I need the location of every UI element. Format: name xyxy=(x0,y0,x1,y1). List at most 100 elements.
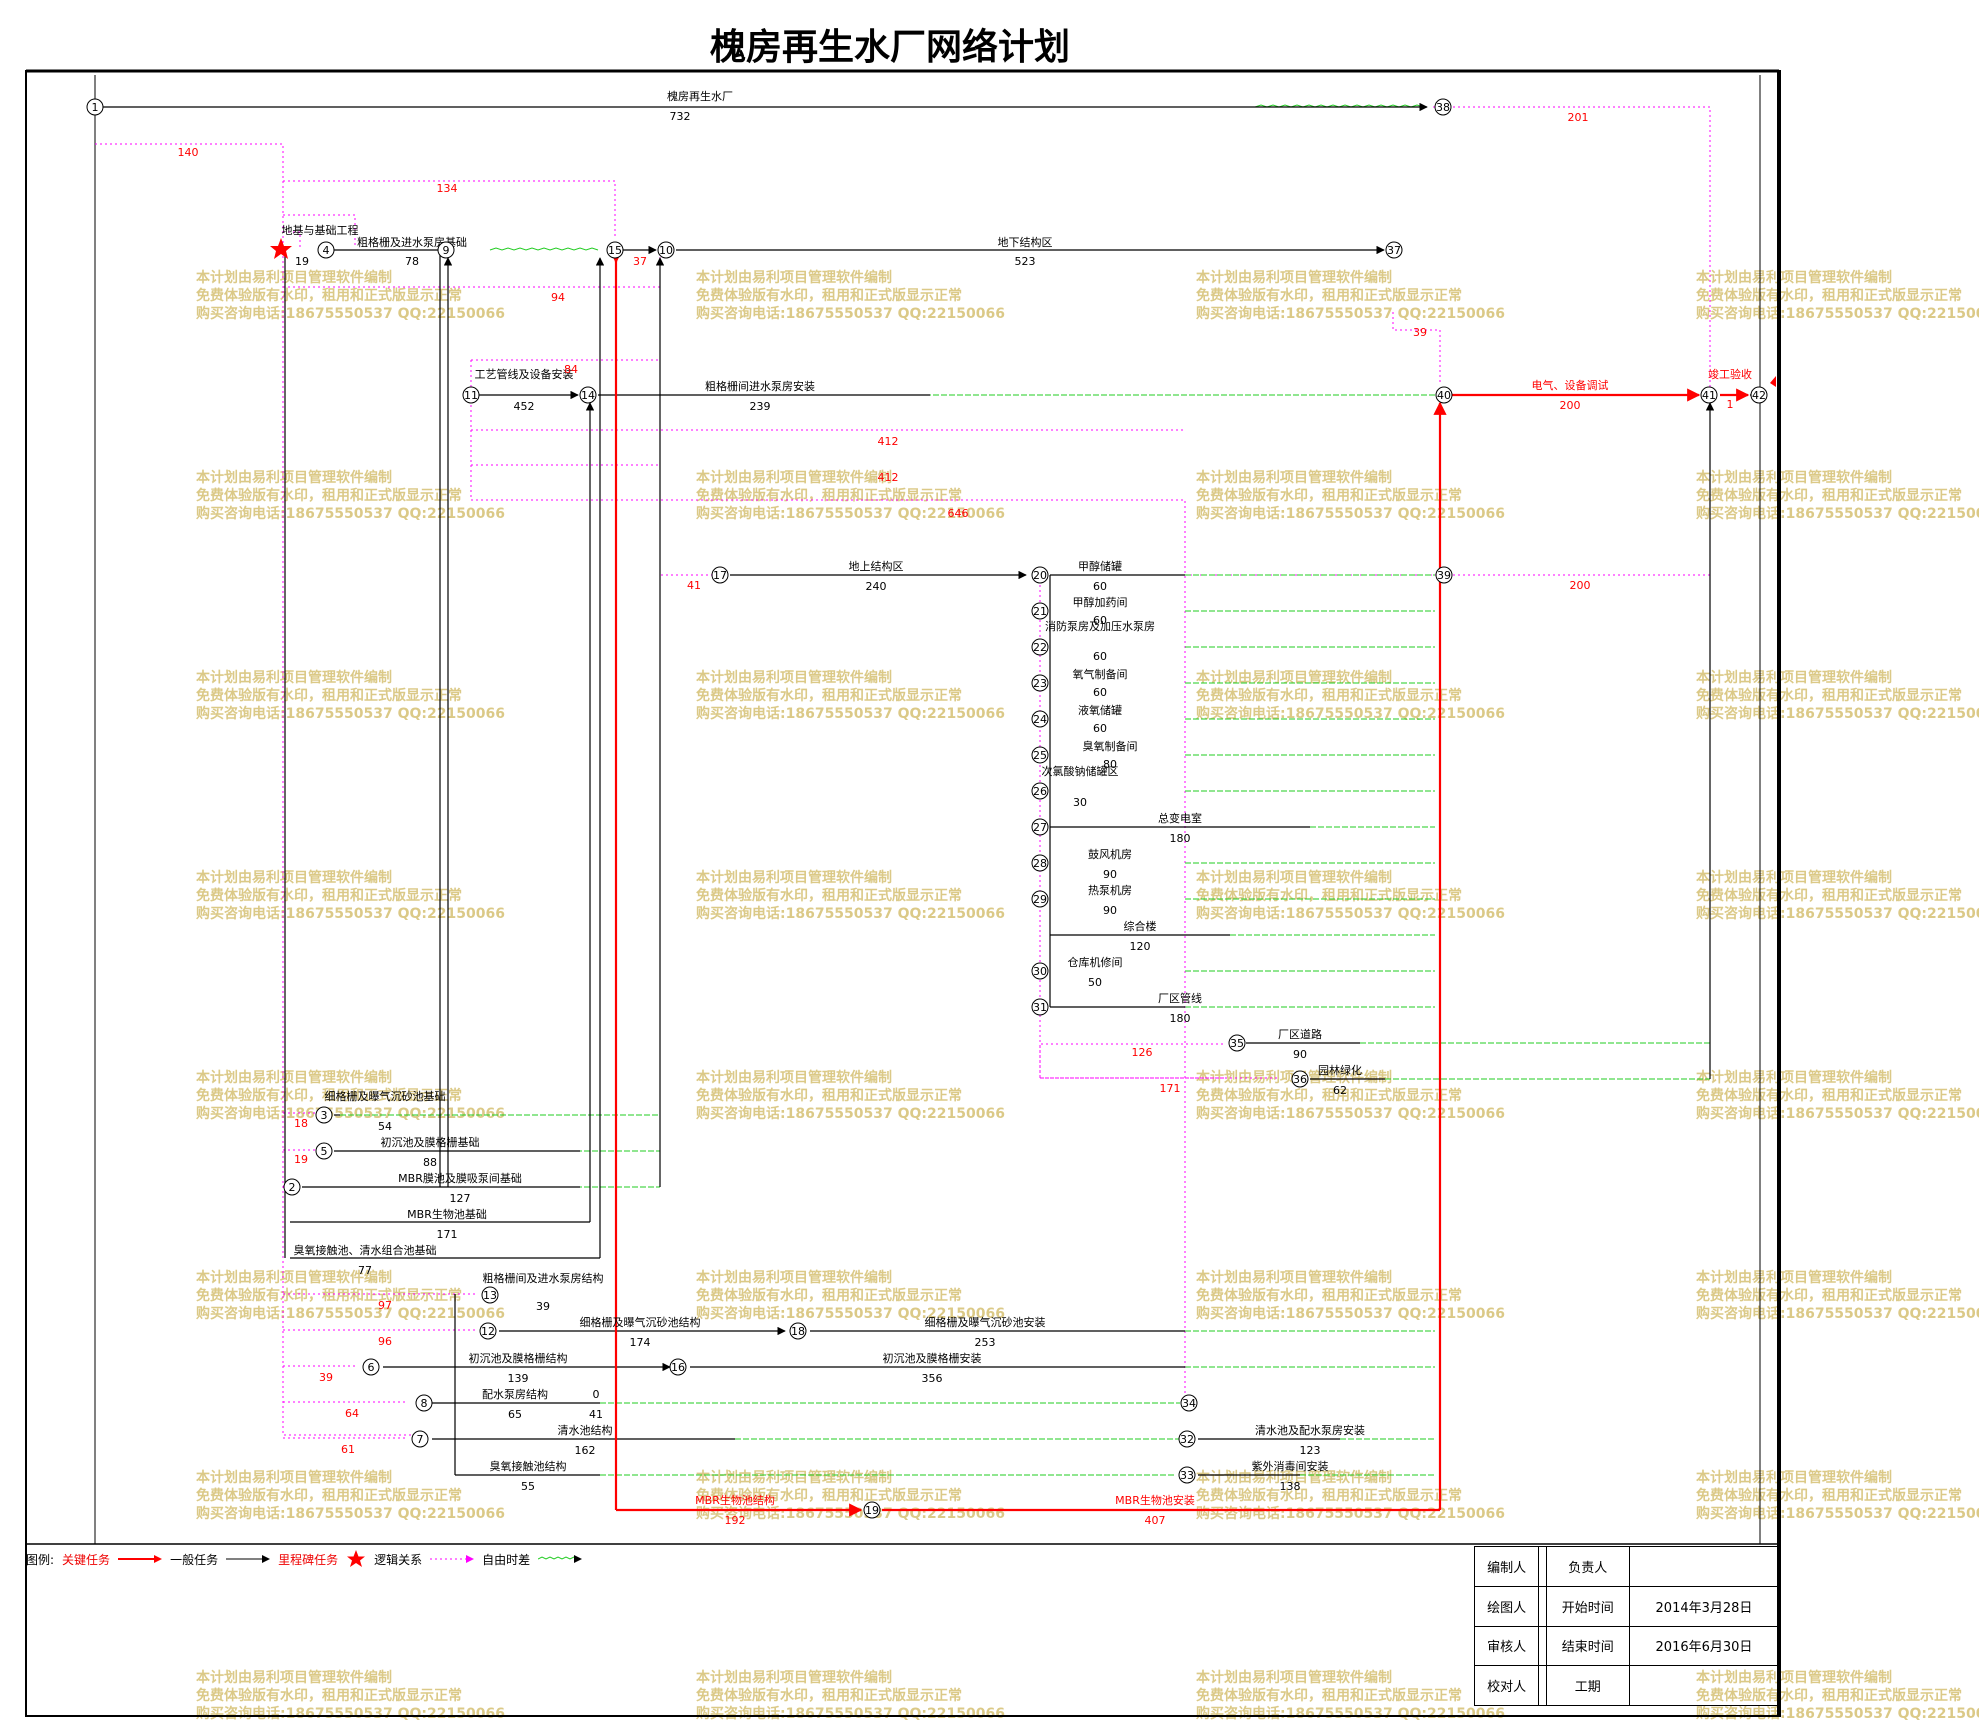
node-number: 42 xyxy=(1752,389,1766,402)
node-circle xyxy=(86,98,104,116)
node-number: 17 xyxy=(713,569,727,582)
node-circle xyxy=(1031,998,1049,1016)
legend-critical-arrow xyxy=(118,1555,163,1563)
task-duration: 174 xyxy=(630,1336,651,1349)
float-value: 94 xyxy=(551,291,565,304)
node-circle xyxy=(1031,890,1049,908)
watermark-text: 免费体验版有水印，租用和正式版显示正常 xyxy=(1696,1287,1962,1304)
task-name: 细格栅及曝气沉砂池基础 xyxy=(325,1089,446,1103)
node-circle xyxy=(362,1358,380,1376)
watermark-text: 购买咨询电话:18675550537 QQ:22150066 xyxy=(1196,1705,1505,1722)
float-value: 19 xyxy=(294,1153,308,1166)
watermark-text: 免费体验版有水印，租用和正式版显示正常 xyxy=(1696,487,1962,504)
node-circle xyxy=(1180,1394,1198,1412)
info-end-label: 结束时间 xyxy=(1545,1625,1630,1667)
task-name: 细格栅及曝气沉砂池安装 xyxy=(925,1315,1046,1329)
node-circle xyxy=(1228,1034,1246,1052)
watermark-text: 本计划由易利项目管理软件编制 xyxy=(1696,1069,1892,1086)
task-name: 厂区管线 xyxy=(1158,991,1202,1005)
task-duration: 55 xyxy=(521,1480,535,1493)
info-owner-value xyxy=(1628,1546,1780,1587)
milestone-star xyxy=(270,238,292,259)
node-number: 33 xyxy=(1180,1469,1194,1482)
watermark-text: 免费体验版有水印，租用和正式版显示正常 xyxy=(696,1087,962,1104)
node-number: 22 xyxy=(1033,641,1047,654)
watermark-text: 本计划由易利项目管理软件编制 xyxy=(1696,1269,1892,1286)
node-number: 16 xyxy=(671,1361,685,1374)
watermark-text: 购买咨询电话:18675550537 QQ:22150066 xyxy=(1696,305,1979,322)
task-name: 紫外消毒间安装 xyxy=(1252,1459,1329,1473)
watermark-text: 本计划由易利项目管理软件编制 xyxy=(1696,669,1892,686)
task-duration: 123 xyxy=(1300,1444,1321,1457)
node-number: 7 xyxy=(417,1433,424,1446)
task-duration: 452 xyxy=(514,400,535,413)
watermark-text: 免费体验版有水印，租用和正式版显示正常 xyxy=(196,287,462,304)
info-compiler-value xyxy=(1538,1546,1547,1587)
float-value: 61 xyxy=(341,1443,355,1456)
task-name: 粗格栅间及进水泵房结构 xyxy=(483,1271,604,1285)
node-number: 30 xyxy=(1033,965,1047,978)
task-name: 液氧储罐 xyxy=(1078,703,1122,717)
watermark-text: 本计划由易利项目管理软件编制 xyxy=(696,669,892,686)
watermark-text: 购买咨询电话:18675550537 QQ:22150066 xyxy=(196,705,505,722)
task-duration: 1 xyxy=(1727,398,1734,411)
watermark-text: 购买咨询电话:18675550537 QQ:22150066 xyxy=(696,1705,1005,1722)
node-circle xyxy=(579,386,597,404)
task-name: 热泵机房 xyxy=(1088,883,1132,897)
node-circle xyxy=(1031,566,1049,584)
task-duration: 78 xyxy=(405,255,419,268)
task-duration: 30 xyxy=(1073,796,1087,809)
task-duration: 180 xyxy=(1170,1012,1191,1025)
watermark-text: 免费体验版有水印，租用和正式版显示正常 xyxy=(1196,287,1462,304)
node-number: 3 xyxy=(321,1109,328,1122)
legend-critical: 关键任务 xyxy=(62,1552,111,1567)
watermark-text: 购买咨询电话:18675550537 QQ:22150066 xyxy=(1696,905,1979,922)
float-value: 84 xyxy=(564,363,578,376)
node-circle xyxy=(1031,818,1049,836)
task-name: 次氯酸钠储罐区 xyxy=(1042,764,1119,778)
task-duration: 54 xyxy=(378,1120,392,1133)
task-duration: 138 xyxy=(1280,1480,1301,1493)
watermark-text: 购买咨询电话:18675550537 QQ:22150066 xyxy=(696,305,1005,322)
node-number: 19 xyxy=(865,1504,879,1517)
watermark-text: 本计划由易利项目管理软件编制 xyxy=(696,1269,892,1286)
info-owner-label: 负责人 xyxy=(1545,1546,1630,1587)
watermark-text: 购买咨询电话:18675550537 QQ:22150066 xyxy=(196,1105,505,1122)
task-duration: 200 xyxy=(1560,399,1581,412)
node-circle xyxy=(1178,1430,1196,1448)
node-number: 25 xyxy=(1033,749,1047,762)
legend-logic-arrow xyxy=(430,1555,475,1563)
watermark-text: 本计划由易利项目管理软件编制 xyxy=(196,1269,392,1286)
node-number: 15 xyxy=(608,244,622,257)
node-number: 12 xyxy=(481,1325,495,1338)
normal-task-arrows xyxy=(103,102,1752,1476)
task-name: 地基与基础工程 xyxy=(282,224,359,237)
task-duration: 120 xyxy=(1130,940,1151,953)
task-duration: 139 xyxy=(508,1372,529,1385)
legend: 图例: 关键任务 一般任务 里程碑任务 逻辑关系 自由时差 xyxy=(26,1548,583,1570)
watermark-text: 本计划由易利项目管理软件编制 xyxy=(1696,469,1892,486)
watermark-text: 免费体验版有水印，租用和正式版显示正常 xyxy=(1696,687,1962,704)
watermark-text: 免费体验版有水印，租用和正式版显示正常 xyxy=(196,1087,462,1104)
task-name: 臭氧接触池结构 xyxy=(490,1459,567,1473)
node-circle xyxy=(1435,566,1453,584)
node-number: 39 xyxy=(1437,569,1451,582)
node-circle xyxy=(1031,674,1049,692)
float-value: 64 xyxy=(345,1407,359,1420)
node-circle xyxy=(1385,241,1403,259)
task-name: 厂区道路 xyxy=(1278,1027,1322,1041)
watermark-text: 免费体验版有水印，租用和正式版显示正常 xyxy=(1696,887,1962,904)
float-value: 41 xyxy=(687,579,701,592)
node-number: 31 xyxy=(1033,1001,1047,1014)
task-name: MBR膜池及膜吸泵间基础 xyxy=(398,1172,522,1185)
float-value: 412 xyxy=(878,435,899,448)
task-name: 清水池结构 xyxy=(558,1423,613,1437)
watermark-text: 本计划由易利项目管理软件编制 xyxy=(1196,469,1392,486)
info-end-value: 2016年6月30日 xyxy=(1628,1625,1780,1667)
legend-normal-arrow xyxy=(226,1555,271,1563)
node-number: 5 xyxy=(321,1145,328,1158)
task-name: 鼓风机房 xyxy=(1088,847,1132,861)
task-duration: 60 xyxy=(1093,614,1107,627)
task-name: 甲醇加药间 xyxy=(1073,595,1128,609)
